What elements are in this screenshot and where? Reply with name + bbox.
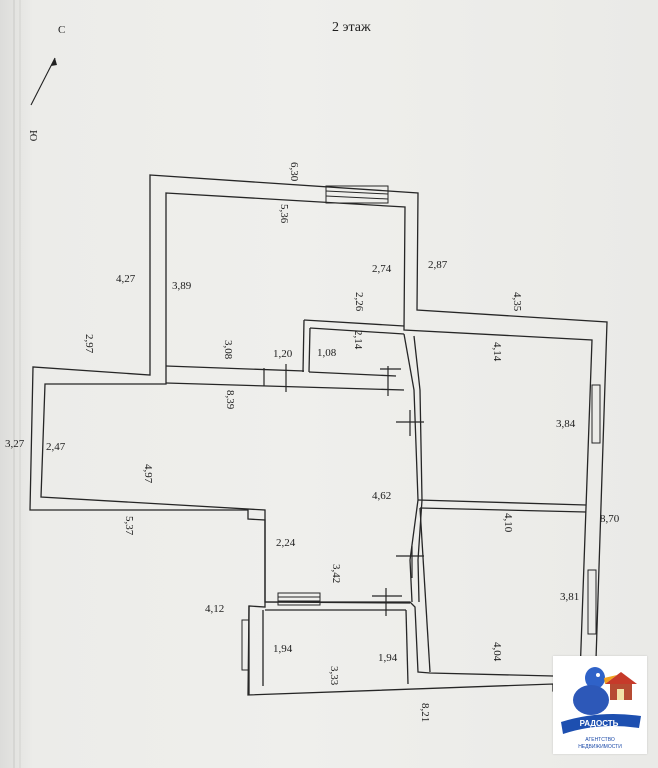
dim-bottom-outer: 8,21 <box>419 703 431 722</box>
dim-right-upper-outer: 4,35 <box>511 292 523 312</box>
logo-duck-eye <box>596 673 600 677</box>
dim-corridor-width: 2,24 <box>276 537 296 549</box>
dim-door-gap: 1,20 <box>273 348 293 360</box>
partition-bathroom <box>308 371 397 377</box>
compass-arrowhead <box>51 58 57 66</box>
dim-left-outer: 3,27 <box>5 438 25 450</box>
floor-title: 2 этаж <box>332 20 371 35</box>
dim-bath-width: 1,08 <box>317 347 337 359</box>
window-top <box>325 185 389 204</box>
window-right-upper <box>591 384 601 444</box>
dim-left-step-outer: 2,97 <box>83 334 95 354</box>
logo-house-door <box>617 689 624 700</box>
partition-small-room <box>405 609 409 685</box>
logo-brand: РАДОСТЬ <box>580 719 619 728</box>
partition-right-rooms <box>419 507 587 513</box>
dim-room-r2-lower: 4,04 <box>491 642 503 662</box>
dim-room1-right-depth: 2,74 <box>372 263 392 275</box>
compass-south-label: Ю <box>27 130 39 141</box>
dim-room-r1-width: 4,14 <box>491 342 503 362</box>
dim-bath-depth: 2,14 <box>352 330 364 350</box>
logo-graphic: РАДОСТЬ <box>561 667 641 734</box>
dim-wc-width: 2,26 <box>353 292 365 312</box>
partition-bathroom <box>303 319 405 327</box>
stair-hatch <box>277 592 321 606</box>
inner-wall-line <box>40 192 593 677</box>
dim-small-room-left: 1,94 <box>273 643 293 655</box>
partition-right-rooms <box>417 499 587 506</box>
windows <box>241 185 601 671</box>
dim-small-room-width: 3,33 <box>328 666 340 686</box>
logo-line-realty: НЕДВИЖИМОСТИ <box>578 744 622 750</box>
partition-lower-right <box>419 507 431 673</box>
logo-duck-beak <box>604 675 617 684</box>
partition-corridor-right <box>403 333 419 603</box>
logo-duck-head <box>585 667 605 689</box>
door-marks <box>263 364 424 616</box>
logo-duck-body <box>573 685 609 715</box>
compass-rose: С Ю <box>27 24 65 141</box>
dim-room-r1-depth: 3,84 <box>556 418 576 430</box>
dim-room1-width: 5,36 <box>278 204 290 224</box>
dim-room-r2-width: 4,10 <box>502 513 514 533</box>
dim-small-room-right: 1,94 <box>378 652 398 664</box>
interior-walls <box>165 319 587 695</box>
partition-corridor-right <box>413 335 423 603</box>
dim-corridor-length: 4,62 <box>372 490 391 502</box>
dim-room1-lower-width: 3,08 <box>222 340 234 360</box>
dim-hall-inner: 4,97 <box>142 464 154 484</box>
partition-bathroom <box>308 327 311 373</box>
dimension-labels: 6,30 5,36 4,27 3,89 2,74 2,87 4,35 2,97 … <box>5 162 620 722</box>
dim-lower-outer: 4,12 <box>205 603 224 615</box>
outer-wall-line <box>29 174 608 696</box>
dim-hall-width: 8,39 <box>224 390 236 410</box>
partition-bathroom <box>302 319 305 373</box>
window-right-lower <box>587 569 597 635</box>
agency-logo: РАДОСТЬ АГЕНТСТВО НЕДВИЖИМОСТИ <box>553 656 647 754</box>
compass-north-label: С <box>58 24 65 36</box>
dim-hall-depth: 2,47 <box>46 441 66 453</box>
partition-upper-room <box>165 382 405 391</box>
window-top-pane <box>325 190 389 195</box>
logo-ribbon <box>561 714 641 734</box>
exterior-walls <box>29 174 608 696</box>
logo-house-roof <box>605 672 637 684</box>
compass-arrow <box>30 57 56 106</box>
window-small-room <box>241 619 250 671</box>
dim-lower-left-outer: 5,37 <box>123 516 135 536</box>
dim-right-outer: 8,70 <box>600 513 620 525</box>
partition-bathroom <box>309 327 405 335</box>
dim-room1-depth: 3,89 <box>172 280 192 292</box>
dim-stair-gap: 3,42 <box>330 564 342 583</box>
dim-top-width: 6,30 <box>288 162 300 182</box>
dim-left-upper-outer: 4,27 <box>116 273 136 285</box>
partition-upper-room <box>165 365 305 372</box>
dim-right-step-outer: 2,87 <box>428 259 448 271</box>
window-top-pane <box>325 195 389 200</box>
logo-line-agency: АГЕНТСТВО <box>585 737 615 743</box>
dim-room-r2-depth: 3,81 <box>560 591 579 603</box>
